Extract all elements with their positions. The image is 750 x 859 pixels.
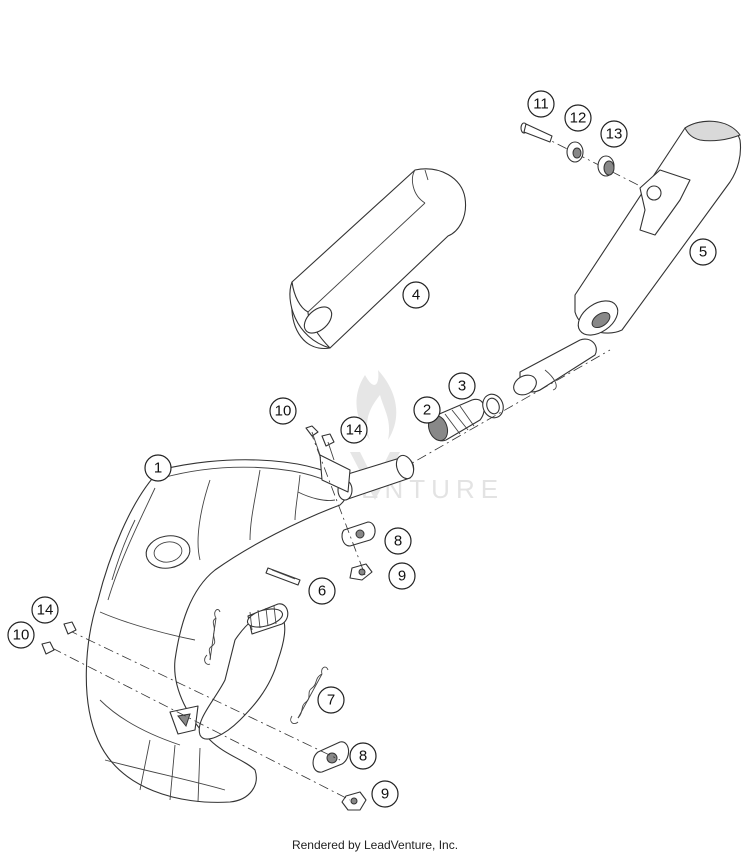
callout-11: 11: [527, 90, 555, 118]
callout-9-upper: 9: [388, 562, 416, 590]
callout-5: 5: [689, 238, 717, 266]
svg-text:9: 9: [398, 568, 406, 585]
footer-credit: Rendered by LeadVenture, Inc.: [291, 838, 459, 852]
callout-3: 3: [448, 372, 476, 400]
part-7-springs: [204, 609, 329, 725]
svg-text:8: 8: [394, 533, 402, 550]
flame-logo-icon: [356, 370, 397, 440]
part-12-washer: [566, 141, 584, 163]
lower-bolts: [41, 621, 351, 801]
part-14-bolt-upper: [321, 433, 335, 447]
svg-text:11: 11: [533, 96, 549, 113]
svg-text:14: 14: [346, 422, 363, 439]
part-9-nut-lower: [341, 791, 367, 811]
callout-7: 7: [317, 686, 345, 714]
upper-bolts: [305, 425, 366, 576]
callout-12: 12: [564, 104, 592, 132]
svg-text:14: 14: [37, 602, 54, 619]
part-14-bolt-lower: [63, 621, 77, 635]
part-6-bar: [265, 567, 301, 586]
callout-6: 6: [308, 577, 336, 605]
callout-8-upper: 8: [384, 527, 412, 555]
svg-text:3: 3: [458, 378, 466, 395]
callout-1: 1: [144, 454, 172, 482]
svg-text:2: 2: [423, 402, 431, 419]
part-8-bracket-lower: [312, 741, 350, 773]
part-1-exhaust-pipe: [85, 454, 415, 803]
svg-text:9: 9: [381, 786, 389, 803]
part-9-nut-upper: [349, 563, 373, 581]
svg-text:12: 12: [570, 110, 587, 127]
svg-text:1: 1: [154, 460, 162, 477]
silencer-fasteners: [520, 122, 641, 187]
part-11-bolt: [520, 122, 553, 143]
svg-text:8: 8: [359, 748, 367, 765]
svg-text:13: 13: [606, 126, 623, 143]
part-10-bolt-upper: [305, 425, 319, 437]
callout-9-lower: 9: [371, 780, 399, 808]
svg-text:10: 10: [275, 403, 292, 420]
callout-14-upper: 14: [340, 416, 368, 444]
callout-8-lower: 8: [349, 742, 377, 770]
callout-2: 2: [413, 396, 441, 424]
part-3-oring: [482, 393, 504, 419]
part-10-bolt-lower: [41, 641, 55, 655]
part-4-sleeve: [289, 168, 467, 349]
part-13-grommet: [597, 155, 615, 177]
svg-text:7: 7: [327, 692, 335, 709]
part-5-silencer: [513, 120, 742, 396]
callout-10-lower: 10: [7, 621, 35, 649]
svg-text:6: 6: [318, 583, 326, 600]
svg-text:5: 5: [699, 244, 707, 261]
callout-13: 13: [600, 120, 628, 148]
callout-10-upper: 10: [269, 397, 297, 425]
svg-text:4: 4: [412, 287, 420, 304]
svg-text:10: 10: [13, 627, 30, 644]
part-8-bracket-upper: [341, 521, 376, 547]
callout-14-lower: 14: [31, 596, 59, 624]
callout-4: 4: [402, 281, 430, 309]
